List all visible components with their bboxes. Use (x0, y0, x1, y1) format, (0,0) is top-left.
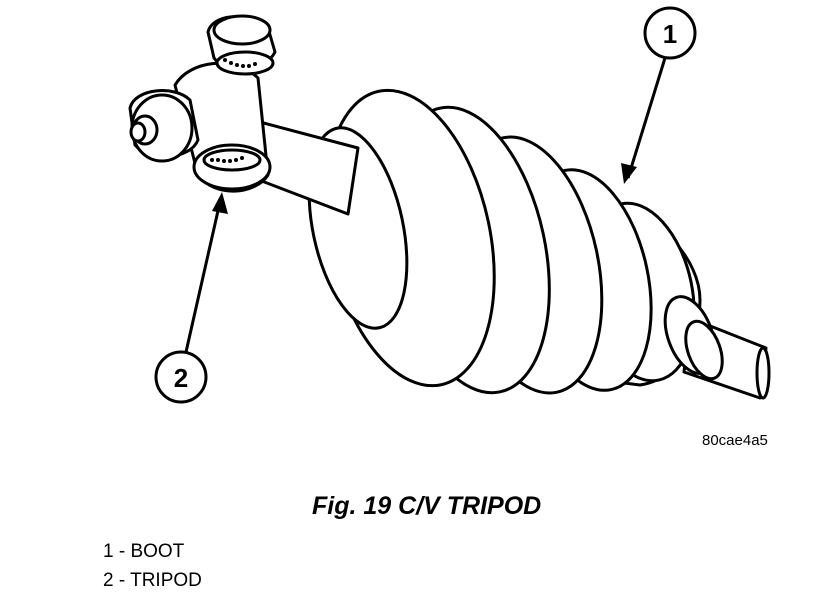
figure-reference-code: 80cae4a5 (702, 432, 768, 449)
callout-1: 1 (621, 6, 697, 184)
cv-tripod-drawing: 1 2 (128, 6, 771, 404)
legend-item-boot: 1 - BOOT (103, 541, 185, 562)
callout-2-number: 2 (174, 363, 188, 393)
callout-2: 2 (154, 192, 228, 404)
legend-item-tripod: 2 - TRIPOD (103, 570, 202, 591)
legend: 1 - BOOT 2 - TRIPOD (103, 537, 202, 595)
boot (307, 88, 724, 395)
callout-1-number: 1 (663, 19, 677, 49)
cv-tripod-illustration: 1 2 (128, 6, 771, 404)
tripod (128, 14, 277, 193)
figure-caption: Fig. 19 C/V TRIPOD (312, 492, 542, 520)
